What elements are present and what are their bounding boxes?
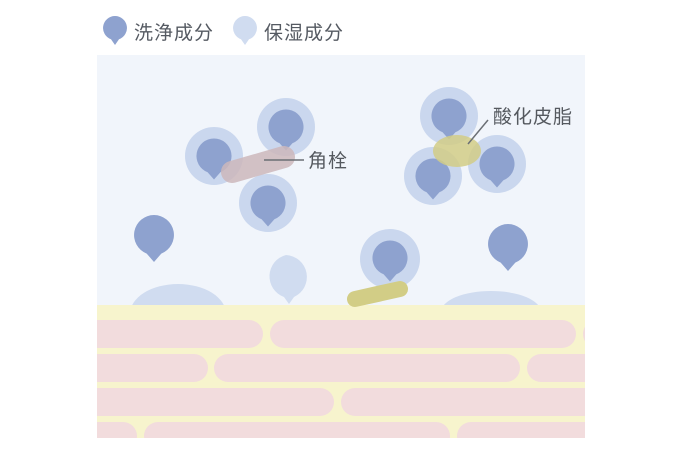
skin-cell <box>214 354 520 382</box>
oxidized-sebum-flake <box>347 281 408 307</box>
oxidized-sebum <box>433 135 481 167</box>
legend-label-moisturizing: 保湿成分 <box>264 21 345 44</box>
moisturizing-droplet <box>269 255 307 304</box>
skin-cell <box>341 388 585 416</box>
legend-item-moisturizing: 保湿成分 <box>232 16 344 46</box>
oxidized-sebum-leader-line <box>467 119 489 145</box>
skin-cell <box>97 388 334 416</box>
skin-cells <box>97 320 585 438</box>
skin-cell <box>97 354 208 382</box>
oxidized-sebum-label: 酸化皮脂 <box>493 106 573 128</box>
skin-cell <box>270 320 576 348</box>
cleansing-droplet-icon <box>103 16 127 45</box>
sebum-plug-label: 角栓 <box>308 150 348 172</box>
skin-cell <box>583 326 585 342</box>
skin-cell <box>527 354 585 382</box>
legend-item-cleansing: 洗浄成分 <box>102 16 214 46</box>
skin-cell <box>144 422 450 438</box>
skin-cell <box>457 422 585 438</box>
legend: 洗浄成分 保湿成分 <box>102 16 344 46</box>
skin-cell <box>97 320 263 348</box>
legend-label-cleansing: 洗浄成分 <box>134 21 215 44</box>
skin-cell <box>97 422 137 438</box>
moisturizing-droplet-icon <box>233 16 257 45</box>
